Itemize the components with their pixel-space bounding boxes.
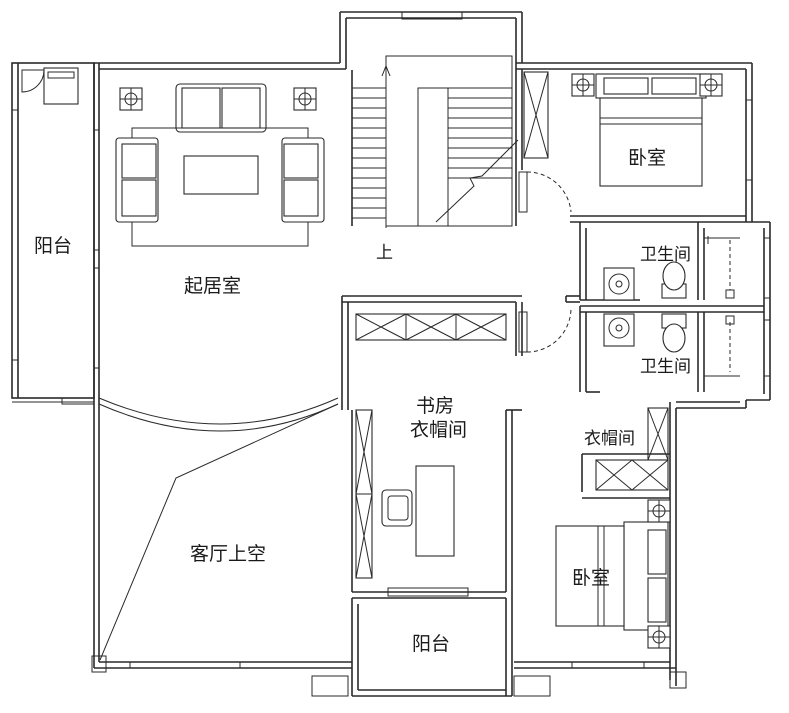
staircase: 上	[351, 55, 519, 263]
bath-upper-label: 卫生间	[640, 245, 691, 265]
living-void: 客厅上空	[98, 397, 339, 661]
family-room-label: 起居室	[184, 275, 241, 297]
bath-lower-label: 卫生间	[640, 357, 691, 377]
study-room: 书房 衣帽间	[351, 313, 522, 668]
family-room-furniture: 起居室	[115, 83, 325, 297]
balcony-south: 阳台	[351, 598, 513, 697]
stair-up-label: 上	[376, 243, 393, 263]
study-label-line1: 书房	[416, 395, 454, 417]
balcony-west-label: 阳台	[34, 235, 72, 257]
closet-east-label: 衣帽间	[584, 429, 635, 449]
windows	[11, 99, 771, 377]
stair-treads-left	[352, 87, 386, 219]
study-label-line2: 衣帽间	[410, 419, 467, 441]
stair-treads-right	[448, 87, 512, 179]
balcony-west: 阳台	[21, 67, 95, 405]
bathrooms: 卫生间 卫生间	[579, 222, 764, 392]
closet-east: 衣帽间	[581, 391, 670, 499]
bedroom-ne-label: 卧室	[628, 147, 666, 169]
void-living-label: 客厅上空	[190, 543, 266, 565]
bedroom-se-label: 卧室	[572, 567, 610, 589]
bedroom-ne: 卧室	[515, 69, 746, 226]
bedroom-se: 卧室	[555, 499, 671, 649]
corridor-walls	[341, 295, 580, 410]
balcony-south-label: 阳台	[412, 633, 450, 655]
